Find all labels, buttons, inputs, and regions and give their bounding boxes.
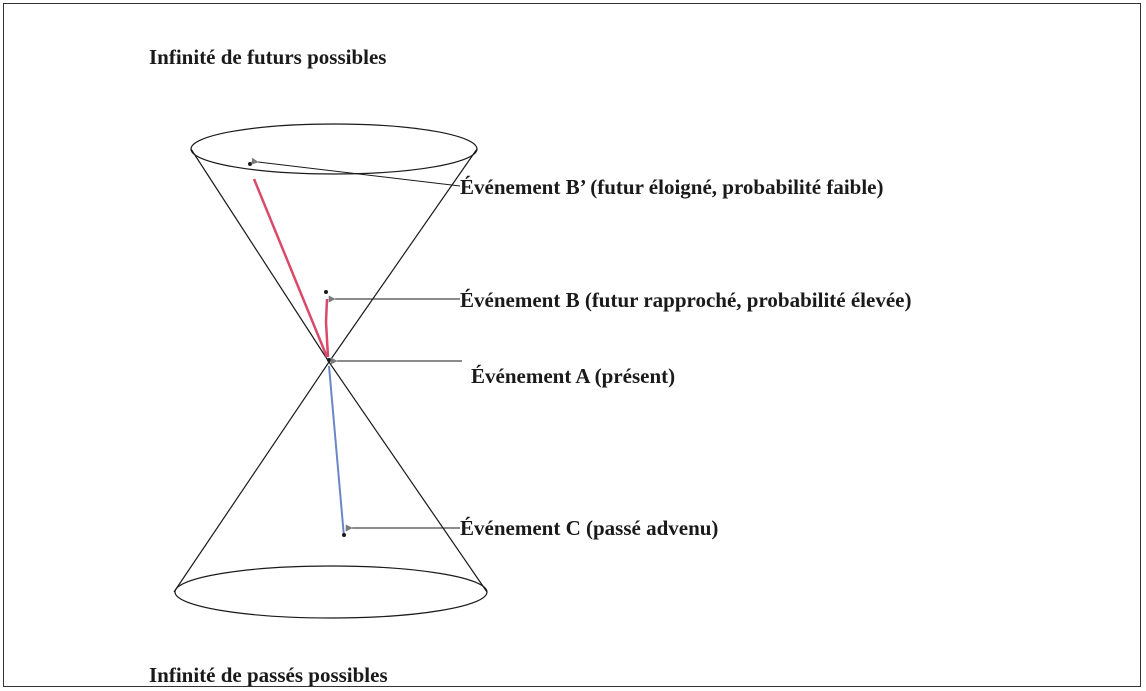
past-cone-left-edge [173,361,330,593]
event-a-point [327,358,331,362]
event-b-point [324,290,328,294]
event-c-point [342,533,346,537]
event-c-label: Événement C (passé advenu) [460,516,718,540]
light-cone-diagram: Infinité de futurs possibles Infinité de… [149,45,911,687]
future-cone-rim [190,123,478,175]
future-cone-right-edge [328,148,478,363]
event-b-prime-point [248,162,252,166]
future-cone-left-edge [190,148,330,363]
event-a-label: Événement A (présent) [471,364,675,388]
event-b-prime-label: Événement B’ (futur éloigné, probabilité… [460,175,883,199]
path-to-event-b-prime [252,178,329,358]
diagram-frame: Infinité de futurs possibles Infinité de… [3,3,1141,687]
top-title: Infinité de futurs possibles [149,45,386,69]
path-to-event-c [328,365,345,538]
event-b-prime-arrow [251,157,461,187]
path-to-event-b [324,298,330,358]
bottom-title: Infinité de passés possibles [149,663,388,687]
event-b-label: Événement B (futur rapproché, probabilit… [460,288,911,312]
past-cone-rim [174,565,488,619]
past-cone-right-edge [328,361,488,593]
